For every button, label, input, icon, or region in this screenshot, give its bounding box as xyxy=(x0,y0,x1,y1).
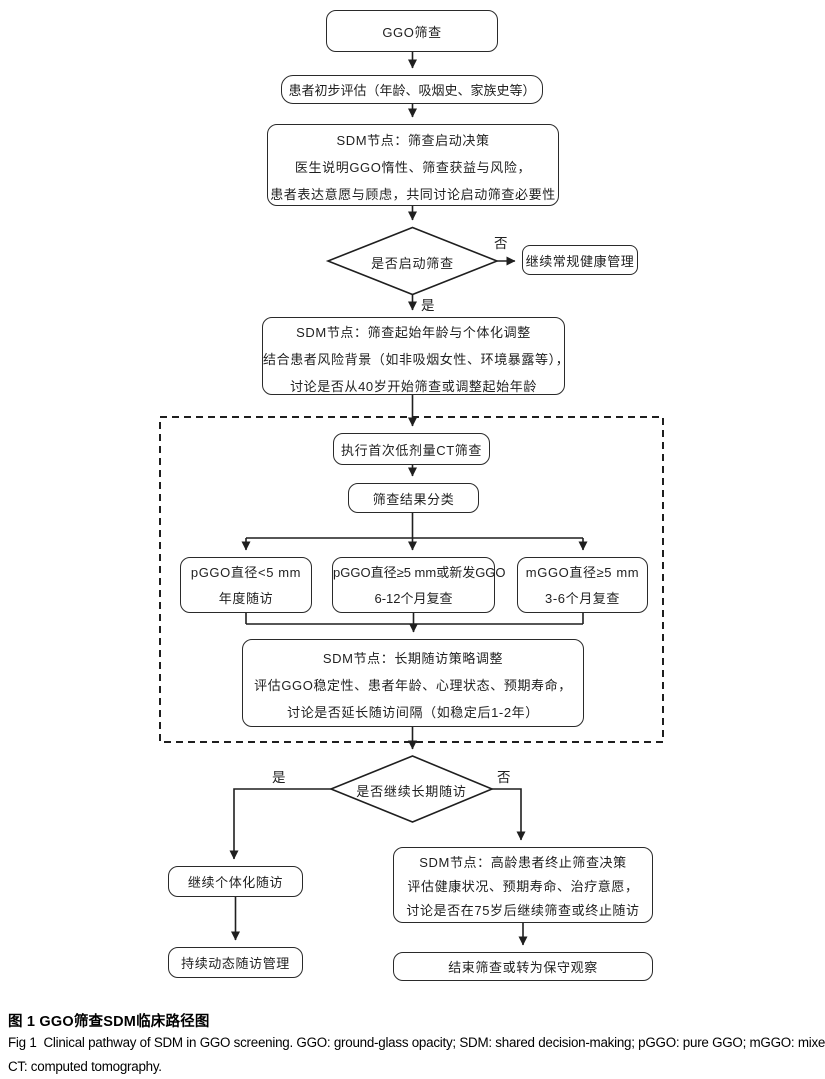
sdm-followup-line2: 评估GGO稳定性、患者年龄、心理状态、预期寿命， xyxy=(254,678,572,693)
node-initial-assessment-label: 患者初步评估（年龄、吸烟史、家族史等） xyxy=(288,83,536,98)
node-result-classification-label: 筛查结果分类 xyxy=(372,491,455,507)
node-end-screening-label: 结束筛查或转为保守观察 xyxy=(448,960,598,975)
node-ggo-screening-label: GGO筛查 xyxy=(382,24,442,40)
sdm-age-line2: 结合患者风险背景（如非吸烟女性、环境暴露等）， xyxy=(263,352,570,367)
sdm-stop-line3: 讨论是否在75岁后继续筛查或终止随访 xyxy=(406,903,640,918)
arrow-decision2-yes xyxy=(229,788,331,860)
node-sdm-start-decision: SDM节点：筛查启动决策 医生说明GGO惰性、筛查获益与风险， 患者表达意愿与顾… xyxy=(267,124,559,206)
node-dynamic-management: 持续动态随访管理 xyxy=(168,947,303,978)
node-first-ldct-label: 执行首次低剂量CT筛查 xyxy=(341,442,482,458)
sdm-stop-line1: SDM节点：高龄患者终止筛查决策 xyxy=(419,855,627,870)
sdm-stop-line2: 评估健康状况、预期寿命、治疗意愿， xyxy=(407,879,639,894)
node-routine-care-label: 继续常规健康管理 xyxy=(525,253,635,269)
decision1-no-label: 否 xyxy=(494,236,508,251)
branch-pggo-small-line2: 年度随访 xyxy=(218,591,274,606)
node-routine-care: 继续常规健康管理 xyxy=(522,245,638,275)
decision2-no-label: 否 xyxy=(497,770,511,785)
sdm-start-line1: SDM节点：筛查启动决策 xyxy=(336,133,490,148)
figure-caption-en-line1: Fig 1 Clinical pathway of SDM in GGO scr… xyxy=(8,1035,825,1050)
node-end-screening: 结束筛查或转为保守观察 xyxy=(393,952,653,981)
node-sdm-start-age: SDM节点：筛查起始年龄与个体化调整 结合患者风险背景（如非吸烟女性、环境暴露等… xyxy=(262,317,570,395)
sdm-age-line3: 讨论是否从40岁开始筛查或调整起始年龄 xyxy=(290,379,537,394)
branch-pggo-large-line2: 6-12个月复查 xyxy=(374,591,453,606)
figure-caption-zh: 图 1 GGO筛查SDM临床路径图 xyxy=(8,1014,210,1030)
sdm-start-line3: 患者表达意愿与顾虑，共同讨论启动筛查必要性 xyxy=(270,187,556,202)
decision1-label: 是否启动筛查 xyxy=(371,256,454,271)
node-branch-pggo-small: pGGO直径<5 mm 年度随访 xyxy=(180,557,312,613)
figure-caption-en-line2: CT: computed tomography. xyxy=(8,1059,162,1074)
branch-mggo-line2: 3-6个月复查 xyxy=(545,591,620,606)
sdm-age-line1: SDM节点：筛查起始年龄与个体化调整 xyxy=(296,325,531,340)
node-ggo-screening: GGO筛查 xyxy=(326,10,498,52)
node-branch-mggo: mGGO直径≥5 mm 3-6个月复查 xyxy=(517,557,648,613)
node-result-classification: 筛查结果分类 xyxy=(348,483,479,513)
decision1-yes-label: 是 xyxy=(421,298,435,313)
sdm-followup-line3: 讨论是否延长随访间隔（如稳定后1-2年） xyxy=(287,705,539,720)
sdm-start-line2: 医生说明GGO惰性、筛查获益与风险， xyxy=(294,160,532,175)
node-sdm-followup-strategy: SDM节点：长期随访策略调整 评估GGO稳定性、患者年龄、心理状态、预期寿命， … xyxy=(242,639,584,727)
node-branch-pggo-large: pGGO直径≥5 mm或新发GGO 6-12个月复查 xyxy=(332,557,506,613)
node-dynamic-management-label: 持续动态随访管理 xyxy=(181,956,290,971)
branch-pggo-small-line1: pGGO直径<5 mm xyxy=(190,565,302,580)
arrow-decision2-no xyxy=(492,788,526,841)
decision2-yes-label: 是 xyxy=(272,770,286,785)
decision2-label: 是否继续长期随访 xyxy=(356,784,467,799)
sdm-followup-line1: SDM节点：长期随访策略调整 xyxy=(322,651,504,666)
node-continue-followup-label: 继续个体化随访 xyxy=(187,875,284,890)
node-continue-followup: 继续个体化随访 xyxy=(168,866,303,897)
branch-mggo-line1: mGGO直径≥5 mm xyxy=(525,565,640,580)
node-initial-assessment: 患者初步评估（年龄、吸烟史、家族史等） xyxy=(281,75,543,104)
node-sdm-stop-decision: SDM节点：高龄患者终止筛查决策 评估健康状况、预期寿命、治疗意愿， 讨论是否在… xyxy=(393,847,653,923)
node-first-ldct: 执行首次低剂量CT筛查 xyxy=(333,433,490,465)
branch-pggo-large-line1: pGGO直径≥5 mm或新发GGO xyxy=(333,565,506,580)
